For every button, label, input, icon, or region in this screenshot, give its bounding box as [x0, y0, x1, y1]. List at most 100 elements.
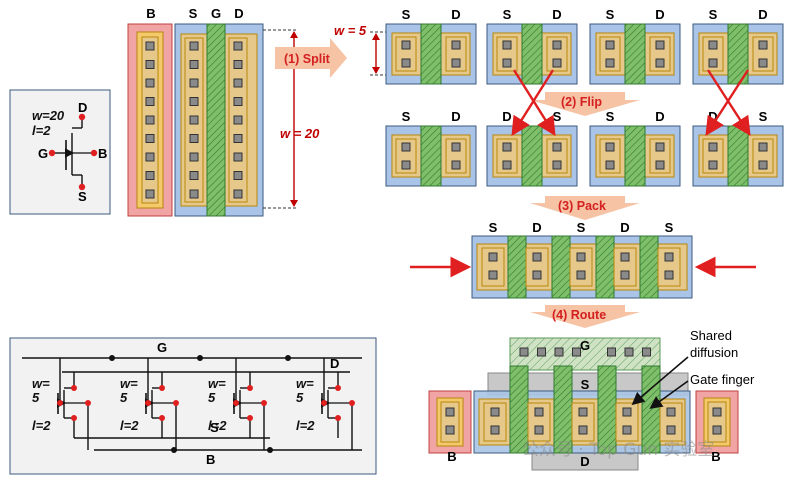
contact	[666, 425, 676, 435]
drain-contact	[233, 78, 243, 88]
finger-width-dimension: w = 5	[334, 23, 394, 76]
drain-contact	[233, 97, 243, 106]
contact	[655, 40, 665, 50]
svg-text:(2) Flip: (2) Flip	[561, 95, 602, 109]
contact	[534, 407, 544, 417]
source-contact	[189, 97, 199, 106]
pack-gate	[551, 235, 571, 299]
bulk-contact	[145, 97, 155, 106]
svg-text:S: S	[581, 377, 590, 392]
gate-bus	[509, 337, 661, 371]
drain-contact	[233, 41, 243, 51]
contact	[758, 40, 768, 50]
contact	[708, 40, 718, 50]
bulk-contact	[145, 189, 155, 199]
source-contact	[189, 115, 199, 125]
contact	[666, 407, 676, 417]
svg-text:5: 5	[208, 390, 216, 405]
svg-text:B: B	[711, 449, 720, 464]
contact	[655, 142, 665, 152]
bulk-contact	[145, 171, 155, 180]
svg-text:l=2: l=2	[32, 123, 51, 138]
split-label-left: S	[709, 7, 718, 22]
svg-text:(3) Pack: (3) Pack	[558, 199, 606, 213]
circuit-finger-1: w=5l=2	[32, 358, 91, 450]
flip-label-left: S	[606, 109, 615, 124]
bulk-contact	[145, 115, 155, 125]
source-contact	[189, 152, 199, 162]
contact	[552, 160, 562, 170]
contact	[605, 58, 615, 68]
contact	[758, 58, 768, 68]
circuit-finger-4: w=5l=2	[296, 358, 355, 450]
bulk-contact	[145, 152, 155, 162]
svg-text:w=: w=	[32, 376, 50, 391]
original-label-b: B	[146, 6, 155, 21]
svg-text:(4) Route: (4) Route	[552, 308, 606, 322]
contact	[488, 270, 498, 280]
drain-contact	[233, 115, 243, 125]
contact	[401, 58, 411, 68]
svg-text:w=: w=	[296, 376, 314, 391]
contact	[401, 40, 411, 50]
drain-contact	[233, 60, 243, 69]
contact	[655, 160, 665, 170]
watermark: 公众号 · Top Gun 实验室	[522, 440, 714, 460]
split-label-left: S	[402, 7, 411, 22]
svg-text:S: S	[210, 420, 219, 435]
gate-bus-contact	[642, 347, 651, 357]
contact	[532, 252, 542, 262]
svg-text:l=2: l=2	[32, 418, 51, 433]
gate-bus-contact	[572, 347, 581, 357]
contact	[576, 252, 586, 262]
svg-text:D: D	[580, 454, 589, 469]
svg-text:w=: w=	[208, 376, 226, 391]
gate-bus-contact	[519, 347, 529, 357]
contact	[451, 40, 461, 50]
svg-text:S: S	[78, 189, 87, 204]
contact	[578, 407, 588, 417]
bulk-contact	[145, 41, 155, 51]
routed-device: G S D B B Shared diffusion Gate finger	[428, 328, 755, 471]
contact	[576, 270, 586, 280]
split-label-left: S	[606, 7, 615, 22]
shared-diffusion-label: Shared diffusion	[690, 328, 738, 360]
svg-text:w = 5: w = 5	[334, 23, 367, 38]
source-contact	[189, 189, 199, 199]
contact	[552, 40, 562, 50]
drain-contact	[233, 152, 243, 162]
split-label-right: D	[758, 7, 767, 22]
split-label-left: S	[503, 7, 512, 22]
contact	[758, 160, 768, 170]
svg-text:(1) Split: (1) Split	[284, 52, 331, 66]
contact	[502, 40, 512, 50]
contact	[534, 425, 544, 435]
pack-label: D	[620, 220, 629, 235]
svg-text:l=2: l=2	[296, 418, 315, 433]
pack-label: D	[532, 220, 541, 235]
svg-text:l=2: l=2	[208, 418, 227, 433]
drain-contact	[233, 171, 243, 180]
contact	[712, 425, 722, 435]
step-flip: (2) Flip	[530, 92, 640, 116]
original-device: B S G D w = 20	[127, 6, 320, 217]
flip-label-right: S	[759, 109, 768, 124]
flip-label-right: D	[451, 109, 460, 124]
contact	[401, 160, 411, 170]
svg-text:B: B	[98, 146, 107, 161]
contact	[451, 160, 461, 170]
contact	[622, 407, 632, 417]
original-label-d: D	[234, 6, 243, 21]
contact	[451, 142, 461, 152]
contact	[488, 252, 498, 262]
contact	[664, 252, 674, 262]
circuit-finger-2: w=5l=2	[120, 358, 179, 450]
